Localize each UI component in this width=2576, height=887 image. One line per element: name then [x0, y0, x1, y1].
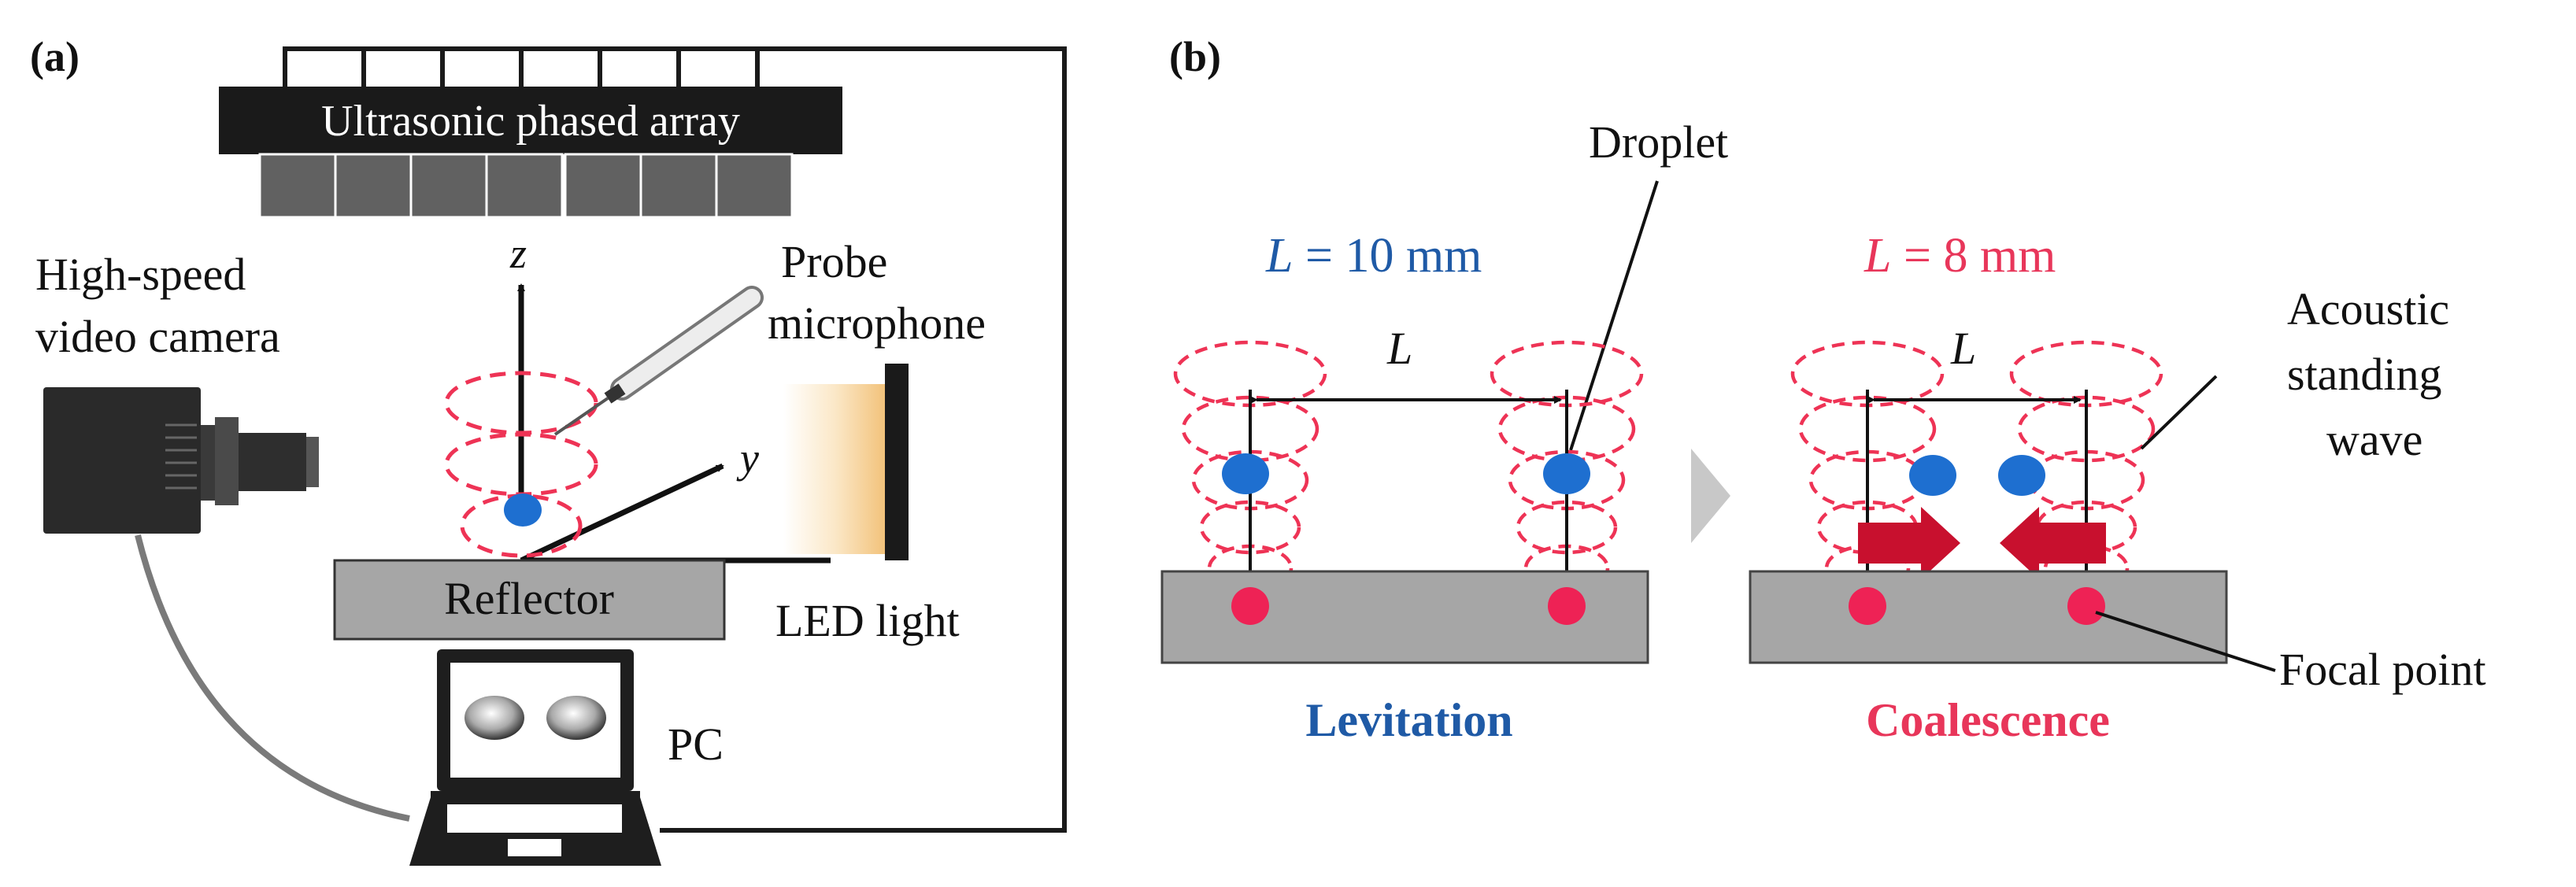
right-force-arrow-inward — [1858, 507, 1960, 579]
camera-cable — [135, 534, 410, 822]
coalescence-label: Coalescence — [1866, 694, 2110, 746]
droplet-label: Droplet — [1589, 116, 1728, 168]
camera-label-line1: High-speed — [35, 249, 246, 300]
wave-label-line1: Acoustic — [2287, 283, 2449, 334]
right-distance-label: L = 8 mm — [1864, 229, 2056, 283]
led-light-glow — [783, 384, 886, 554]
camera-label-line2: video camera — [35, 311, 280, 362]
axis-y-line — [520, 463, 724, 564]
panel-b-label: (b) — [1169, 33, 1221, 80]
left-focal-point-2 — [1548, 587, 1586, 625]
left-spacing-symbol: L — [1386, 323, 1412, 374]
coalescence-state: L Coalescence — [1749, 323, 2228, 746]
reflector — [333, 559, 726, 641]
probe-label-line2: microphone — [768, 298, 986, 349]
transition-chevron — [1691, 449, 1730, 543]
left-focal-point-1 — [1231, 587, 1269, 625]
phased-array-label: Ultrasonic phased array — [321, 97, 740, 146]
axis-z-label: z — [509, 230, 527, 277]
array-connector-pins — [283, 49, 760, 88]
right-spacing-symbol: L — [1950, 323, 1976, 374]
left-distance-label: L = 10 mm — [1265, 229, 1482, 283]
right-focal-point-2 — [2067, 587, 2105, 625]
right-substrate — [1749, 570, 2228, 664]
pc-laptop-icon — [409, 649, 661, 866]
left-force-arrow-inward — [2000, 507, 2106, 579]
focal-leader-line — [2095, 611, 2276, 672]
wave-label-line3: wave — [2326, 414, 2422, 465]
panel-a: (a) Ultrasonic phased array High-speed — [30, 33, 1067, 866]
levitation-state: L Levitation — [1160, 323, 1649, 746]
right-droplet-1 — [1909, 455, 1956, 496]
phased-array-body — [219, 87, 842, 154]
panel-b: (b) Droplet L = 10 mm L — [1160, 33, 2486, 746]
pc-label: PC — [668, 719, 724, 770]
wave-label-line2: standing — [2287, 349, 2442, 400]
high-speed-camera-icon — [43, 387, 319, 534]
left-droplet-2 — [1543, 453, 1590, 494]
levitated-droplet — [504, 493, 542, 527]
right-focal-point-1 — [1849, 587, 1886, 625]
panel-a-label: (a) — [30, 33, 80, 80]
probe-microphone-icon — [553, 286, 764, 436]
probe-label-line1: Probe — [781, 236, 887, 287]
array-transducer-blocks — [258, 153, 794, 219]
axis-y-label: y — [736, 434, 759, 482]
wave-leader-line — [2140, 375, 2218, 450]
led-light-panel — [885, 364, 909, 560]
levitation-label: Levitation — [1305, 694, 1512, 746]
left-droplet-1 — [1222, 453, 1269, 494]
focal-point-label: Focal point — [2279, 644, 2486, 695]
led-light-label: LED light — [775, 595, 960, 646]
right-droplet-2 — [1998, 455, 2045, 496]
droplet-leader-line — [1569, 180, 1659, 451]
reflector-label: Reflector — [444, 573, 614, 624]
